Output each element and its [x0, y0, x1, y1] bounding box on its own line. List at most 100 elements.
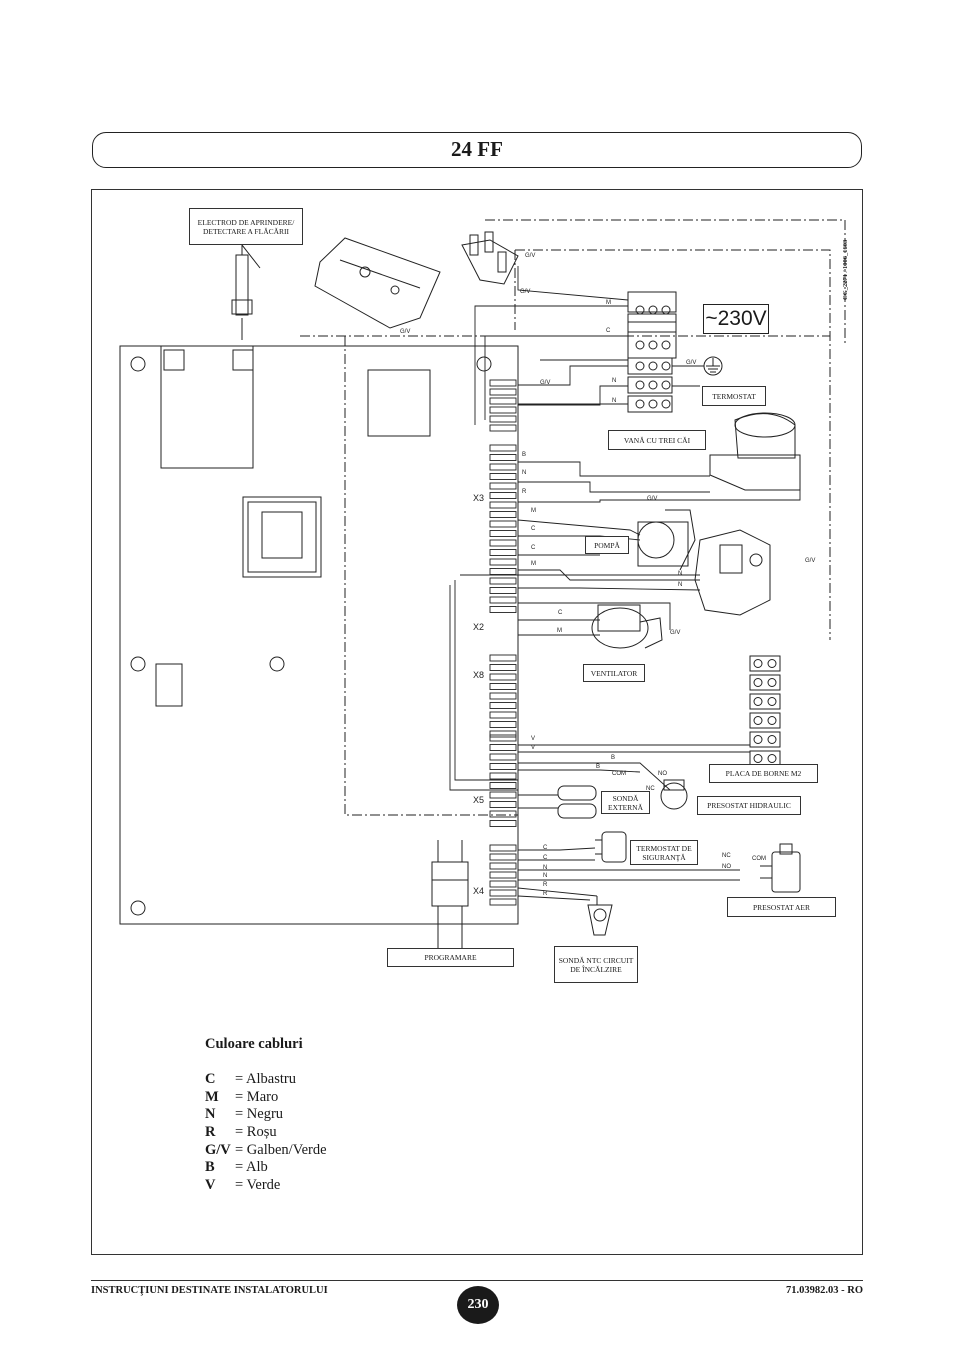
- wire-gv: G/V: [520, 289, 531, 295]
- page-number: 230: [457, 1286, 499, 1324]
- legend-item: B = Alb: [205, 1159, 327, 1177]
- wire-gv: G/V: [647, 496, 658, 502]
- legend-key: G/V: [205, 1141, 231, 1158]
- legend-value: = Negru: [235, 1106, 284, 1123]
- legend-key: N: [205, 1106, 216, 1123]
- terminal-m2-slot: [749, 693, 781, 710]
- terminal-m2-slot: [749, 655, 781, 672]
- connector-pin: [489, 397, 517, 405]
- connector-pin: [489, 791, 517, 799]
- connector-pin: [489, 482, 517, 490]
- legend-item: M= Maro: [205, 1089, 327, 1107]
- wire-b: B: [596, 764, 601, 770]
- wire-nc: NC: [722, 853, 731, 859]
- wire-c: C: [543, 855, 548, 861]
- connector-pin: [489, 520, 517, 528]
- wire-m: M: [606, 300, 611, 306]
- connector-pin: [489, 734, 517, 742]
- connector-pin: [489, 539, 517, 547]
- footer-left: INSTRUCŢIUNI DESTINATE INSTALATORULUI: [91, 1285, 328, 1296]
- connector-x8: X8: [473, 670, 485, 680]
- connector-x2: X2: [473, 622, 485, 632]
- connector-pin: [489, 683, 517, 690]
- connector-pin: [489, 549, 517, 556]
- label-placa: PLACA DE BORNE M2: [709, 764, 818, 783]
- terminal-m2-slot: [749, 731, 781, 748]
- label-ventilator: VENTILATOR: [583, 664, 645, 682]
- wire-gv: G/V: [686, 360, 697, 366]
- connector-pin: [489, 424, 517, 432]
- wire-com: COM: [752, 856, 766, 862]
- terminal-screw: [753, 659, 763, 668]
- connector-pin: [489, 730, 517, 738]
- connector-pin: [489, 721, 517, 728]
- connector-pin: [489, 711, 517, 719]
- legend-item: N = Negru: [205, 1106, 327, 1124]
- drawing-code: CG_2271 / 1006_1603: [842, 239, 849, 300]
- connector-pin: [489, 444, 517, 452]
- connector-pin: [489, 702, 517, 709]
- terminal-screw: [767, 659, 777, 668]
- wire-n: N: [678, 582, 683, 588]
- wire-n: N: [543, 865, 548, 871]
- wire-n: N: [522, 470, 527, 476]
- wire-v: V: [531, 736, 536, 742]
- label-presostat-hidraulic: PRESOSTAT HIDRAULIC: [697, 796, 801, 815]
- legend-key: V: [205, 1176, 216, 1193]
- connector-pin: [489, 744, 517, 751]
- label-termostat: TERMOSTAT: [702, 386, 766, 406]
- connector-pin: [489, 889, 517, 897]
- wire-c: C: [543, 845, 548, 851]
- legend-key: B: [205, 1159, 215, 1176]
- wire-com: COM: [612, 771, 626, 777]
- pcb-inner-block: [160, 345, 254, 469]
- wire-c: C: [531, 545, 536, 551]
- wire-r: R: [543, 882, 548, 888]
- legend-value: = Galben/Verde: [235, 1141, 327, 1158]
- legend-value: = Albastru: [235, 1071, 296, 1088]
- legend-title: Culoare cabluri: [205, 1036, 303, 1052]
- diagram-frame: [91, 189, 863, 1255]
- legend-value: = Alb: [235, 1159, 268, 1176]
- legend-key: R: [205, 1124, 216, 1141]
- wire-b: B: [522, 452, 527, 458]
- connector-pin: [489, 587, 517, 594]
- wire-c: C: [531, 526, 536, 532]
- terminal-screw: [767, 716, 777, 725]
- legend-item: V= Verde: [205, 1177, 327, 1195]
- wire-m: M: [557, 628, 562, 634]
- connector-pin: [489, 862, 517, 870]
- wire-n: N: [543, 873, 548, 879]
- label-pompa: POMPĂ: [585, 536, 629, 554]
- connector-pin: [489, 415, 517, 423]
- connector-pin: [489, 844, 517, 852]
- wire-c: C: [606, 328, 611, 334]
- pcb-small-connector: [155, 663, 183, 707]
- wire-n: N: [612, 378, 617, 384]
- connector-pin: [489, 692, 517, 700]
- wire-c: C: [558, 610, 563, 616]
- terminal-screw: [753, 716, 763, 725]
- terminal-screw: [753, 678, 763, 687]
- label-termostat-siguranta: TERMOSTAT DE SIGURANŢĂ: [630, 840, 698, 865]
- connector-pin: [489, 871, 517, 879]
- pcb-board: [119, 345, 519, 925]
- label-sonda-externa: SONDĂ EXTERNĂ: [601, 791, 650, 814]
- connector-pin: [489, 511, 517, 518]
- wire-m: M: [531, 561, 536, 567]
- connector-pin: [489, 810, 517, 818]
- wire-b: B: [611, 755, 616, 761]
- connector-x5: X5: [473, 795, 485, 805]
- connector-pin: [489, 577, 517, 585]
- connector-x3: X3: [473, 493, 485, 503]
- label-sonda-ntc: SONDĂ NTC CIRCUIT DE ÎNCĂLZIRE: [554, 946, 638, 983]
- connector-pin: [489, 568, 517, 575]
- legend-key: C: [205, 1071, 216, 1088]
- terminal-screw: [753, 735, 763, 744]
- connector-pin: [489, 880, 517, 888]
- wire-no: NO: [722, 864, 731, 870]
- title-box: 24 FF: [92, 132, 862, 168]
- connector-pin: [489, 763, 517, 770]
